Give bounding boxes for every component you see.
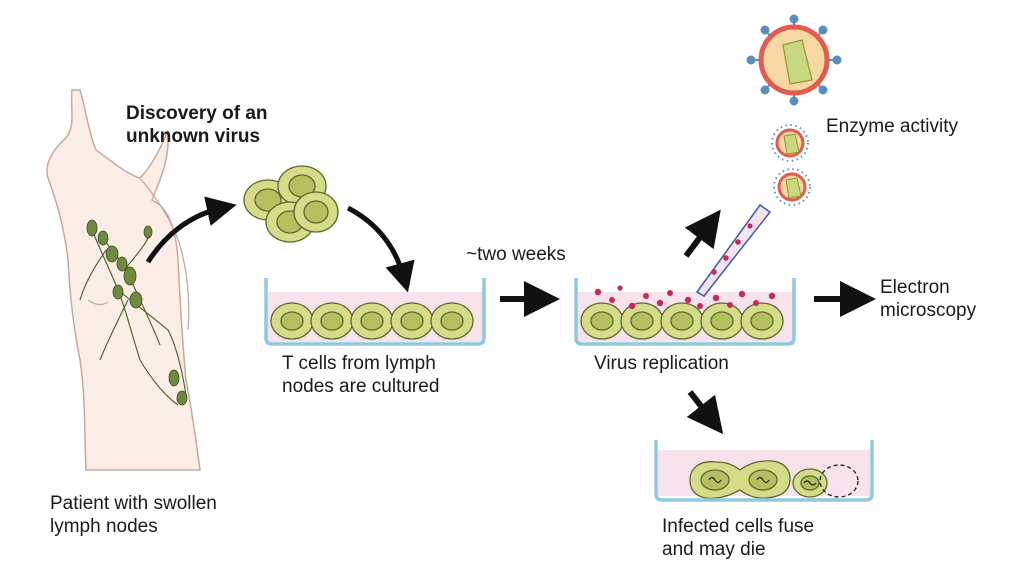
dish-outline <box>574 278 796 346</box>
patient-chest-outline <box>87 299 109 306</box>
pipette <box>695 203 772 297</box>
virus-replication-label: Virus replication <box>594 353 729 374</box>
dying-cell <box>792 468 828 498</box>
patient-arm-outline <box>139 177 190 331</box>
replicating-cells <box>580 302 784 340</box>
culture-dish-tcells <box>264 278 486 346</box>
patient-label: Patient with swollen lymph nodes <box>50 493 217 537</box>
arrow-patient-to-cells <box>145 196 237 264</box>
culture-dish-infected <box>654 440 874 502</box>
lymph-nodes <box>86 219 188 406</box>
two-weeks-label: ~two weeks <box>466 244 566 265</box>
arrow-cells-to-dish <box>346 205 415 293</box>
t-cells-cultured-label: T cells from lymph nodes are cultured <box>282 353 440 397</box>
virus-particles <box>594 285 776 310</box>
virion-small <box>773 168 811 206</box>
patient-body <box>46 89 201 471</box>
patient-figure <box>46 89 201 471</box>
dead-cell-outline <box>819 464 859 498</box>
electron-microscopy-label: Electron microscopy <box>880 277 977 321</box>
cell <box>293 191 339 233</box>
cultured-cells <box>270 302 474 340</box>
fused-cells <box>689 460 791 499</box>
virion-large <box>746 14 842 106</box>
cell-cluster <box>243 165 339 243</box>
dish-outline <box>654 440 874 502</box>
arrow-to-enzyme-activity <box>683 209 721 258</box>
enzyme-activity-label: Enzyme activity <box>826 116 958 137</box>
virion-small <box>771 124 809 162</box>
discovery-title: Discovery of an unknown virus <box>126 103 268 147</box>
arrow-to-infected-cells <box>686 390 724 435</box>
infected-cells-label: Infected cells fuse and may die <box>662 516 815 560</box>
culture-dish-replication <box>574 203 796 346</box>
dish-outline <box>264 278 486 346</box>
